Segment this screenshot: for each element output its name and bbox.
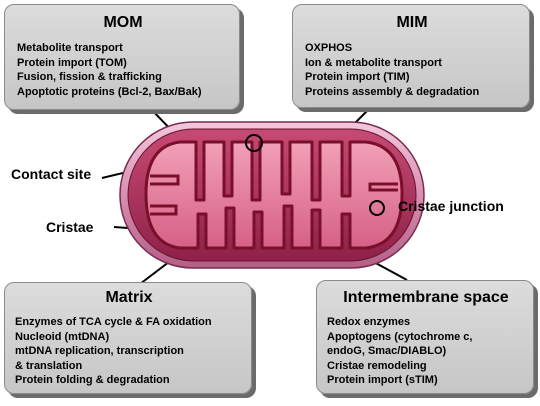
matrix-item: Nucleoid (mtDNA) xyxy=(15,330,110,343)
mom-item: Apoptotic proteins (Bcl-2, Bax/Bak) xyxy=(17,85,202,98)
matrix-item: Protein folding & degradation xyxy=(15,374,170,387)
mim-list: OXPHOS Ion & metabolite transport Protei… xyxy=(305,41,479,99)
mom-list: Metabolite transport Protein import (TOM… xyxy=(17,41,202,99)
matrix-item: mtDNA replication, transcription xyxy=(15,345,184,358)
mom-item: Fusion, fission & trafficking xyxy=(17,71,162,84)
contact-site-label: Contact site xyxy=(11,166,92,182)
intermembrane-space-item: Cristae remodeling xyxy=(327,359,427,372)
mom-item: Protein import (TOM) xyxy=(17,56,127,69)
mom-box: MOM Metabolite transport Protein import … xyxy=(4,4,240,110)
matrix-box: Matrix Enzymes of TCA cycle & FA oxidati… xyxy=(4,282,252,394)
intermembrane-space-title: Intermembrane space xyxy=(343,289,509,306)
cristae-label: Cristae xyxy=(46,219,94,235)
cristae-junction-label: Cristae junction xyxy=(398,198,504,214)
matrix-list: Enzymes of TCA cycle & FA oxidation Nucl… xyxy=(15,315,212,388)
mom-title: MOM xyxy=(103,14,143,31)
matrix-title: Matrix xyxy=(105,289,153,306)
mim-item: Ion & metabolite transport xyxy=(305,56,442,69)
intermembrane-space-list: Redox enzymes Apoptogens (cytochrome c, … xyxy=(327,315,472,388)
mim-title: MIM xyxy=(396,14,428,31)
mim-item: Proteins assembly & degradation xyxy=(305,85,480,98)
inner-membrane-cristae xyxy=(144,140,404,250)
intermembrane-space-item: endoG, Smac/DIABLO) xyxy=(327,345,447,358)
mim-item: OXPHOS xyxy=(305,42,353,54)
matrix-item: & translation xyxy=(15,359,83,372)
intermembrane-space-box: Intermembrane space Redox enzymes Apopto… xyxy=(316,280,534,394)
mim-item: Protein import (TIM) xyxy=(305,71,410,84)
intermembrane-space-item: Protein import (sTIM) xyxy=(327,374,438,387)
side-cristae-right xyxy=(368,182,398,192)
mim-box: MIM OXPHOS Ion & metabolite transport Pr… xyxy=(292,4,530,108)
intermembrane-space-item: Apoptogens (cytochrome c, xyxy=(327,330,473,343)
matrix-item: Enzymes of TCA cycle & FA oxidation xyxy=(15,316,212,328)
mom-item: Metabolite transport xyxy=(17,42,123,54)
cristae-junction-marker xyxy=(369,200,385,216)
side-cristae-left xyxy=(150,174,180,216)
contact-site-marker xyxy=(245,134,263,152)
intermembrane-space-item: Redox enzymes xyxy=(327,316,411,328)
